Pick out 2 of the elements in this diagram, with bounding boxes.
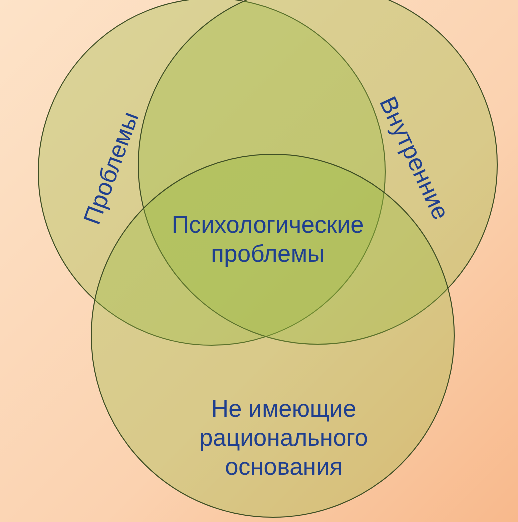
intersection-label: Психологические проблемы bbox=[170, 211, 366, 269]
circle-label: Не имеющие рационального основания bbox=[198, 394, 370, 482]
